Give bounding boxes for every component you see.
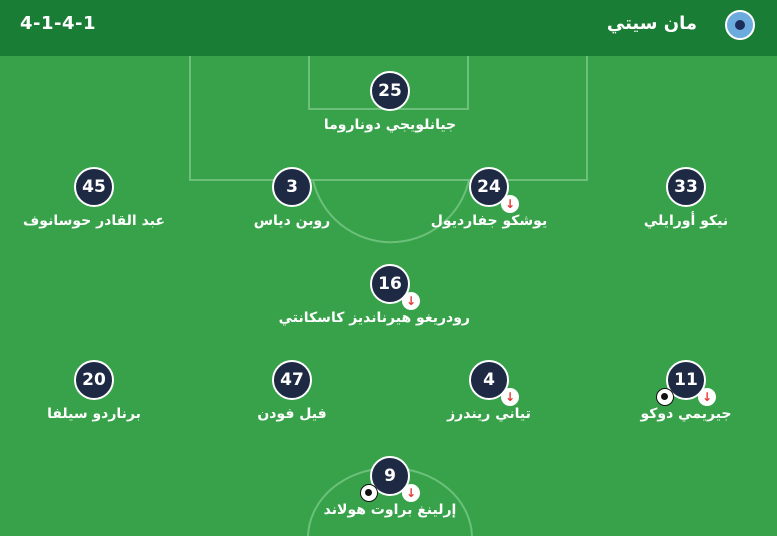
player-name: رودريغو هيرنانديز كاسكانتي — [278, 310, 470, 326]
player-number: 33 — [674, 177, 698, 197]
substitution-out-icon: ↓ — [402, 484, 420, 502]
player-number: 20 — [82, 370, 106, 390]
player-number-badge: 20 — [74, 360, 114, 400]
player-number: 16 — [378, 274, 402, 294]
player-name: تياني ريندرز — [447, 406, 531, 422]
player-card[interactable]: 3 روبن دياس — [212, 167, 372, 229]
substitution-out-icon: ↓ — [501, 195, 519, 213]
player-number-badge: 9↓ — [360, 456, 420, 502]
player-name: روبن دياس — [253, 213, 331, 229]
player-number-badge: 11↓ — [656, 360, 716, 406]
team-name[interactable]: مان سيتي — [606, 13, 697, 34]
player-number-badge: 25 — [370, 71, 410, 111]
player-name: جيريمي دوكو — [640, 406, 732, 422]
player-name: عبد القادر حوسانوف — [23, 213, 165, 229]
player-number: 9 — [384, 466, 396, 486]
player-number: 25 — [378, 81, 402, 101]
player-name: فيل فودن — [257, 406, 327, 422]
player-card[interactable]: 11↓ جيريمي دوكو — [606, 360, 766, 422]
player-number: 47 — [280, 370, 304, 390]
player-number-badge: 33 — [666, 167, 706, 207]
player-card[interactable]: 25 جيانلويجي دوناروما — [310, 71, 470, 133]
player-number-badge: 45 — [74, 167, 114, 207]
player-number-badge: 4↓ — [469, 360, 519, 406]
player-name: نيكو أورايلي — [643, 213, 729, 229]
player-number-badge: 3 — [272, 167, 312, 207]
player-number: 4 — [483, 370, 495, 390]
player-name: جيانلويجي دوناروما — [323, 117, 457, 133]
player-card[interactable]: 16↓ رودريغو هيرنانديز كاسكانتي — [278, 264, 470, 326]
player-number-badge: 16↓ — [370, 264, 420, 310]
goal-ball-icon — [360, 484, 378, 502]
player-card[interactable]: 9↓ إرلينغ براوت هولاند — [310, 456, 470, 518]
club-crest-icon[interactable] — [725, 10, 755, 40]
player-card[interactable]: 24↓ يوشكو جفارديول — [409, 167, 569, 229]
player-name: إرلينغ براوت هولاند — [323, 502, 457, 518]
player-name: يوشكو جفارديول — [430, 213, 548, 229]
goal-ball-icon — [656, 388, 674, 406]
substitution-out-icon: ↓ — [698, 388, 716, 406]
player-card[interactable]: 47 فيل فودن — [212, 360, 372, 422]
player-number-badge: 47 — [272, 360, 312, 400]
player-card[interactable]: 45 عبد القادر حوسانوف — [14, 167, 174, 229]
player-card[interactable]: 20 برناردو سيلفا — [14, 360, 174, 422]
lineup-header: 4-1-4-1 مان سيتي — [0, 0, 777, 56]
formation-label: 4-1-4-1 — [20, 13, 97, 34]
player-number: 11 — [674, 370, 698, 390]
player-card[interactable]: 4↓ تياني ريندرز — [409, 360, 569, 422]
player-number: 24 — [477, 177, 501, 197]
player-number: 3 — [286, 177, 298, 197]
substitution-out-icon: ↓ — [402, 292, 420, 310]
player-card[interactable]: 33 نيكو أورايلي — [606, 167, 766, 229]
substitution-out-icon: ↓ — [501, 388, 519, 406]
player-number-badge: 24↓ — [469, 167, 519, 213]
player-number: 45 — [82, 177, 106, 197]
player-name: برناردو سيلفا — [47, 406, 141, 422]
